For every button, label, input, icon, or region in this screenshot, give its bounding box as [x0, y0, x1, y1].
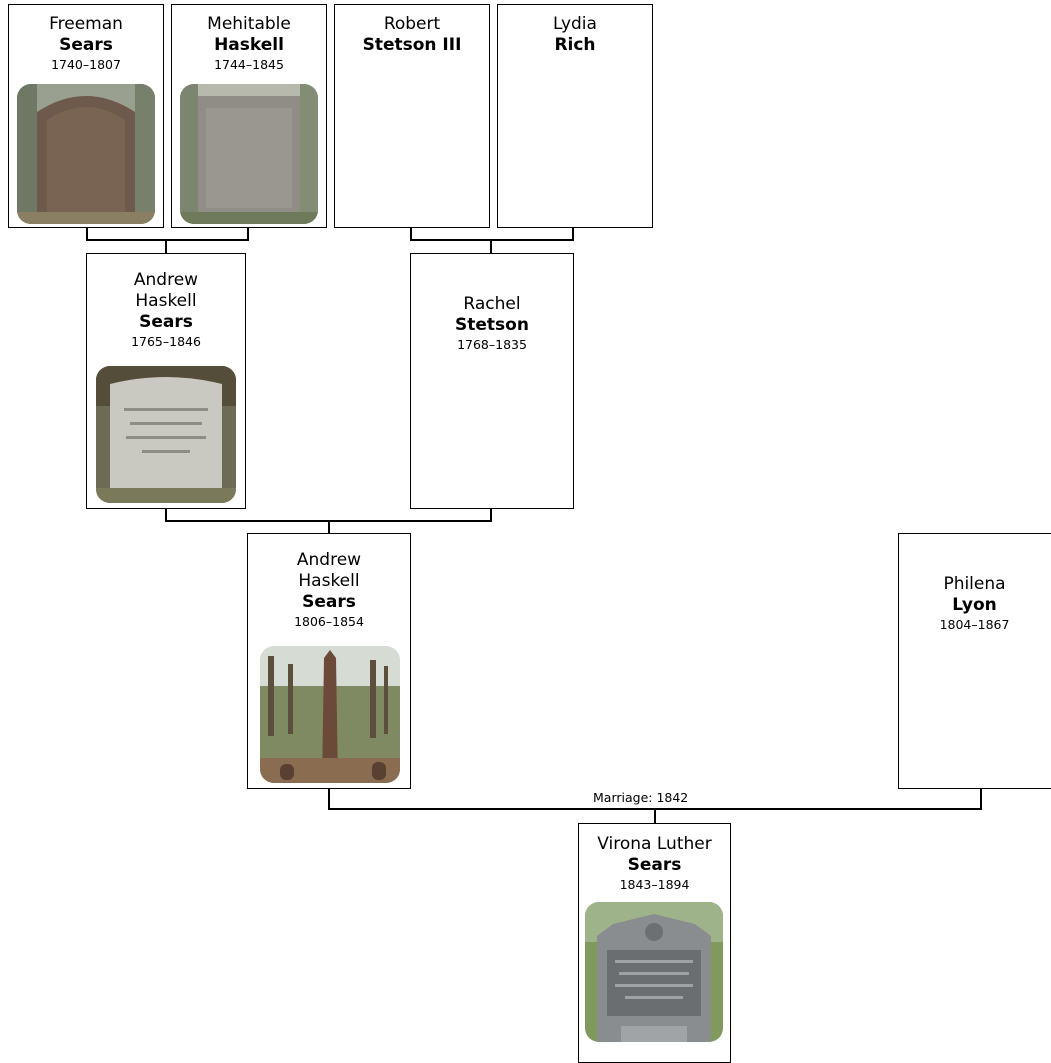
surname: Stetson III: [362, 35, 462, 55]
connector-line: [165, 507, 167, 521]
given-name: Andrew: [133, 270, 199, 290]
life-dates: 1804–1867: [939, 617, 1010, 632]
connector-line: [410, 226, 412, 240]
surname: Sears: [59, 35, 113, 55]
connector-line: [328, 787, 330, 809]
given-name: Virona Luther: [597, 834, 712, 854]
surname: Sears: [139, 312, 193, 332]
life-dates: 1740–1807: [51, 57, 121, 72]
life-dates: 1768–1835: [457, 337, 527, 352]
life-dates: 1765–1846: [131, 334, 201, 349]
surname: Lyon: [952, 595, 997, 615]
surname: Haskell: [214, 35, 284, 55]
given-name: Philena: [943, 574, 1006, 594]
connector-line: [980, 787, 982, 809]
person-card-lydia-rich[interactable]: Lydia Rich: [497, 4, 653, 228]
surname: Stetson: [455, 315, 529, 335]
connector-line: [247, 226, 249, 240]
given-name: Lydia: [553, 14, 597, 34]
person-card-philena-lyon[interactable]: Philena Lyon 1804–1867: [898, 533, 1051, 789]
marriage-label: Marriage: 1842: [590, 791, 692, 805]
obelisk-gravestone-photo[interactable]: [260, 646, 400, 783]
given-name: Freeman: [49, 14, 123, 34]
life-dates: 1806–1854: [294, 614, 364, 629]
person-card-mehitable-haskell[interactable]: Mehitable Haskell 1744–1845: [171, 4, 327, 228]
connector-line: [328, 520, 330, 534]
gravestone-photo[interactable]: [180, 84, 318, 224]
gravestone-photo[interactable]: [585, 902, 723, 1042]
person-card-robert-stetson[interactable]: Robert Stetson III: [334, 4, 490, 228]
given-name: Mehitable: [207, 14, 291, 34]
connector-line: [86, 226, 88, 240]
given-name: Robert: [383, 14, 441, 34]
life-dates: 1843–1894: [619, 877, 690, 892]
person-card-freeman-sears[interactable]: Freeman Sears 1740–1807: [8, 4, 164, 228]
given-name: Rachel: [463, 294, 521, 314]
gravestone-photo[interactable]: [96, 366, 236, 503]
connector-line: [572, 226, 574, 240]
life-dates: 1744–1845: [214, 57, 284, 72]
gravestone-photo[interactable]: [17, 84, 155, 224]
surname: Rich: [554, 35, 596, 55]
connector-line: [654, 808, 656, 824]
connector-line: [490, 507, 492, 521]
middle-name: Haskell: [298, 571, 360, 591]
surname: Sears: [302, 592, 356, 612]
surname: Sears: [627, 855, 682, 875]
person-card-rachel-stetson[interactable]: Rachel Stetson 1768–1835: [410, 253, 574, 509]
connector-line: [410, 239, 574, 241]
given-name: Andrew: [296, 550, 362, 570]
person-card-andrew-sears-1806[interactable]: Andrew Haskell Sears 1806–1854: [247, 533, 411, 789]
connector-line: [86, 239, 249, 241]
person-card-virona-sears[interactable]: Virona Luther Sears 1843–1894: [578, 823, 731, 1063]
person-card-andrew-sears-1765[interactable]: Andrew Haskell Sears 1765–1846: [86, 253, 246, 509]
connector-line: [165, 239, 167, 254]
connector-line: [490, 239, 492, 254]
middle-name: Haskell: [135, 291, 197, 311]
